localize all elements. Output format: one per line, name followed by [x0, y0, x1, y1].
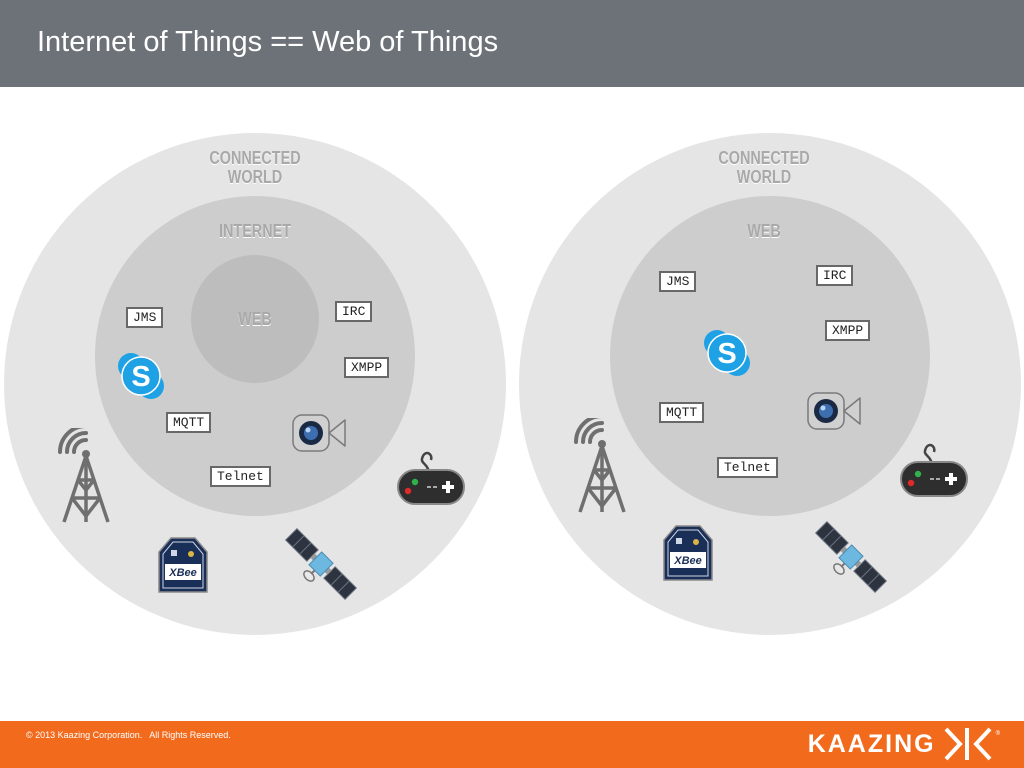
skype-icon: S	[704, 330, 750, 376]
left-web-label: WEB	[238, 309, 272, 329]
right-connected-label-2: WORLD	[736, 167, 792, 187]
slide-header: Internet of Things == Web of Things	[0, 0, 1024, 87]
registered-mark: ®	[995, 731, 1000, 737]
slide-title: Internet of Things == Web of Things	[37, 26, 499, 58]
xbee-module-icon: XBee	[663, 525, 713, 581]
xbee-module-icon: XBee	[158, 537, 208, 593]
svg-text:XBee: XBee	[673, 555, 702, 567]
left-web-circle	[191, 255, 319, 383]
satellite-icon	[814, 520, 888, 594]
facetime-camera-icon	[292, 414, 346, 452]
skype-icon: S	[118, 353, 164, 399]
slide-footer: © 2013 Kaazing Corporation. All Rights R…	[0, 721, 1024, 768]
right-jms-badge: JMS	[659, 271, 697, 292]
kaazing-mark-icon	[944, 727, 992, 761]
radio-tower-icon	[574, 418, 626, 513]
satellite-icon	[284, 527, 358, 601]
logo-wordmark: KAAZING	[807, 729, 936, 758]
svg-text:S: S	[131, 361, 150, 393]
right-xmpp-badge: XMPP	[825, 320, 871, 341]
svg-text:S: S	[717, 338, 736, 370]
kaazing-logo: KAAZING ®	[808, 726, 1000, 762]
right-irc-badge: IRC	[816, 265, 854, 286]
right-telnet-badge: Telnet	[717, 457, 778, 478]
facetime-camera-icon	[807, 392, 861, 430]
right-mqtt-badge: MQTT	[659, 402, 705, 423]
left-connected-label-2: WORLD	[227, 167, 283, 187]
left-internet-label: INTERNET	[219, 221, 291, 241]
left-mqtt-badge: MQTT	[166, 412, 212, 433]
copyright-text: © 2013 Kaazing Corporation. All Rights R…	[26, 730, 231, 740]
radio-tower-icon	[58, 428, 110, 523]
left-jms-badge: JMS	[126, 307, 164, 328]
gamepad-icon	[900, 443, 968, 497]
right-web-label: WEB	[747, 221, 781, 241]
left-telnet-badge: Telnet	[210, 466, 271, 487]
gamepad-icon	[397, 451, 465, 505]
left-xmpp-badge: XMPP	[344, 357, 390, 378]
left-connected-label-1: CONNECTED	[209, 148, 301, 168]
svg-text:XBee: XBee	[168, 567, 197, 579]
left-irc-badge: IRC	[335, 301, 373, 322]
right-connected-label-1: CONNECTED	[718, 148, 810, 168]
